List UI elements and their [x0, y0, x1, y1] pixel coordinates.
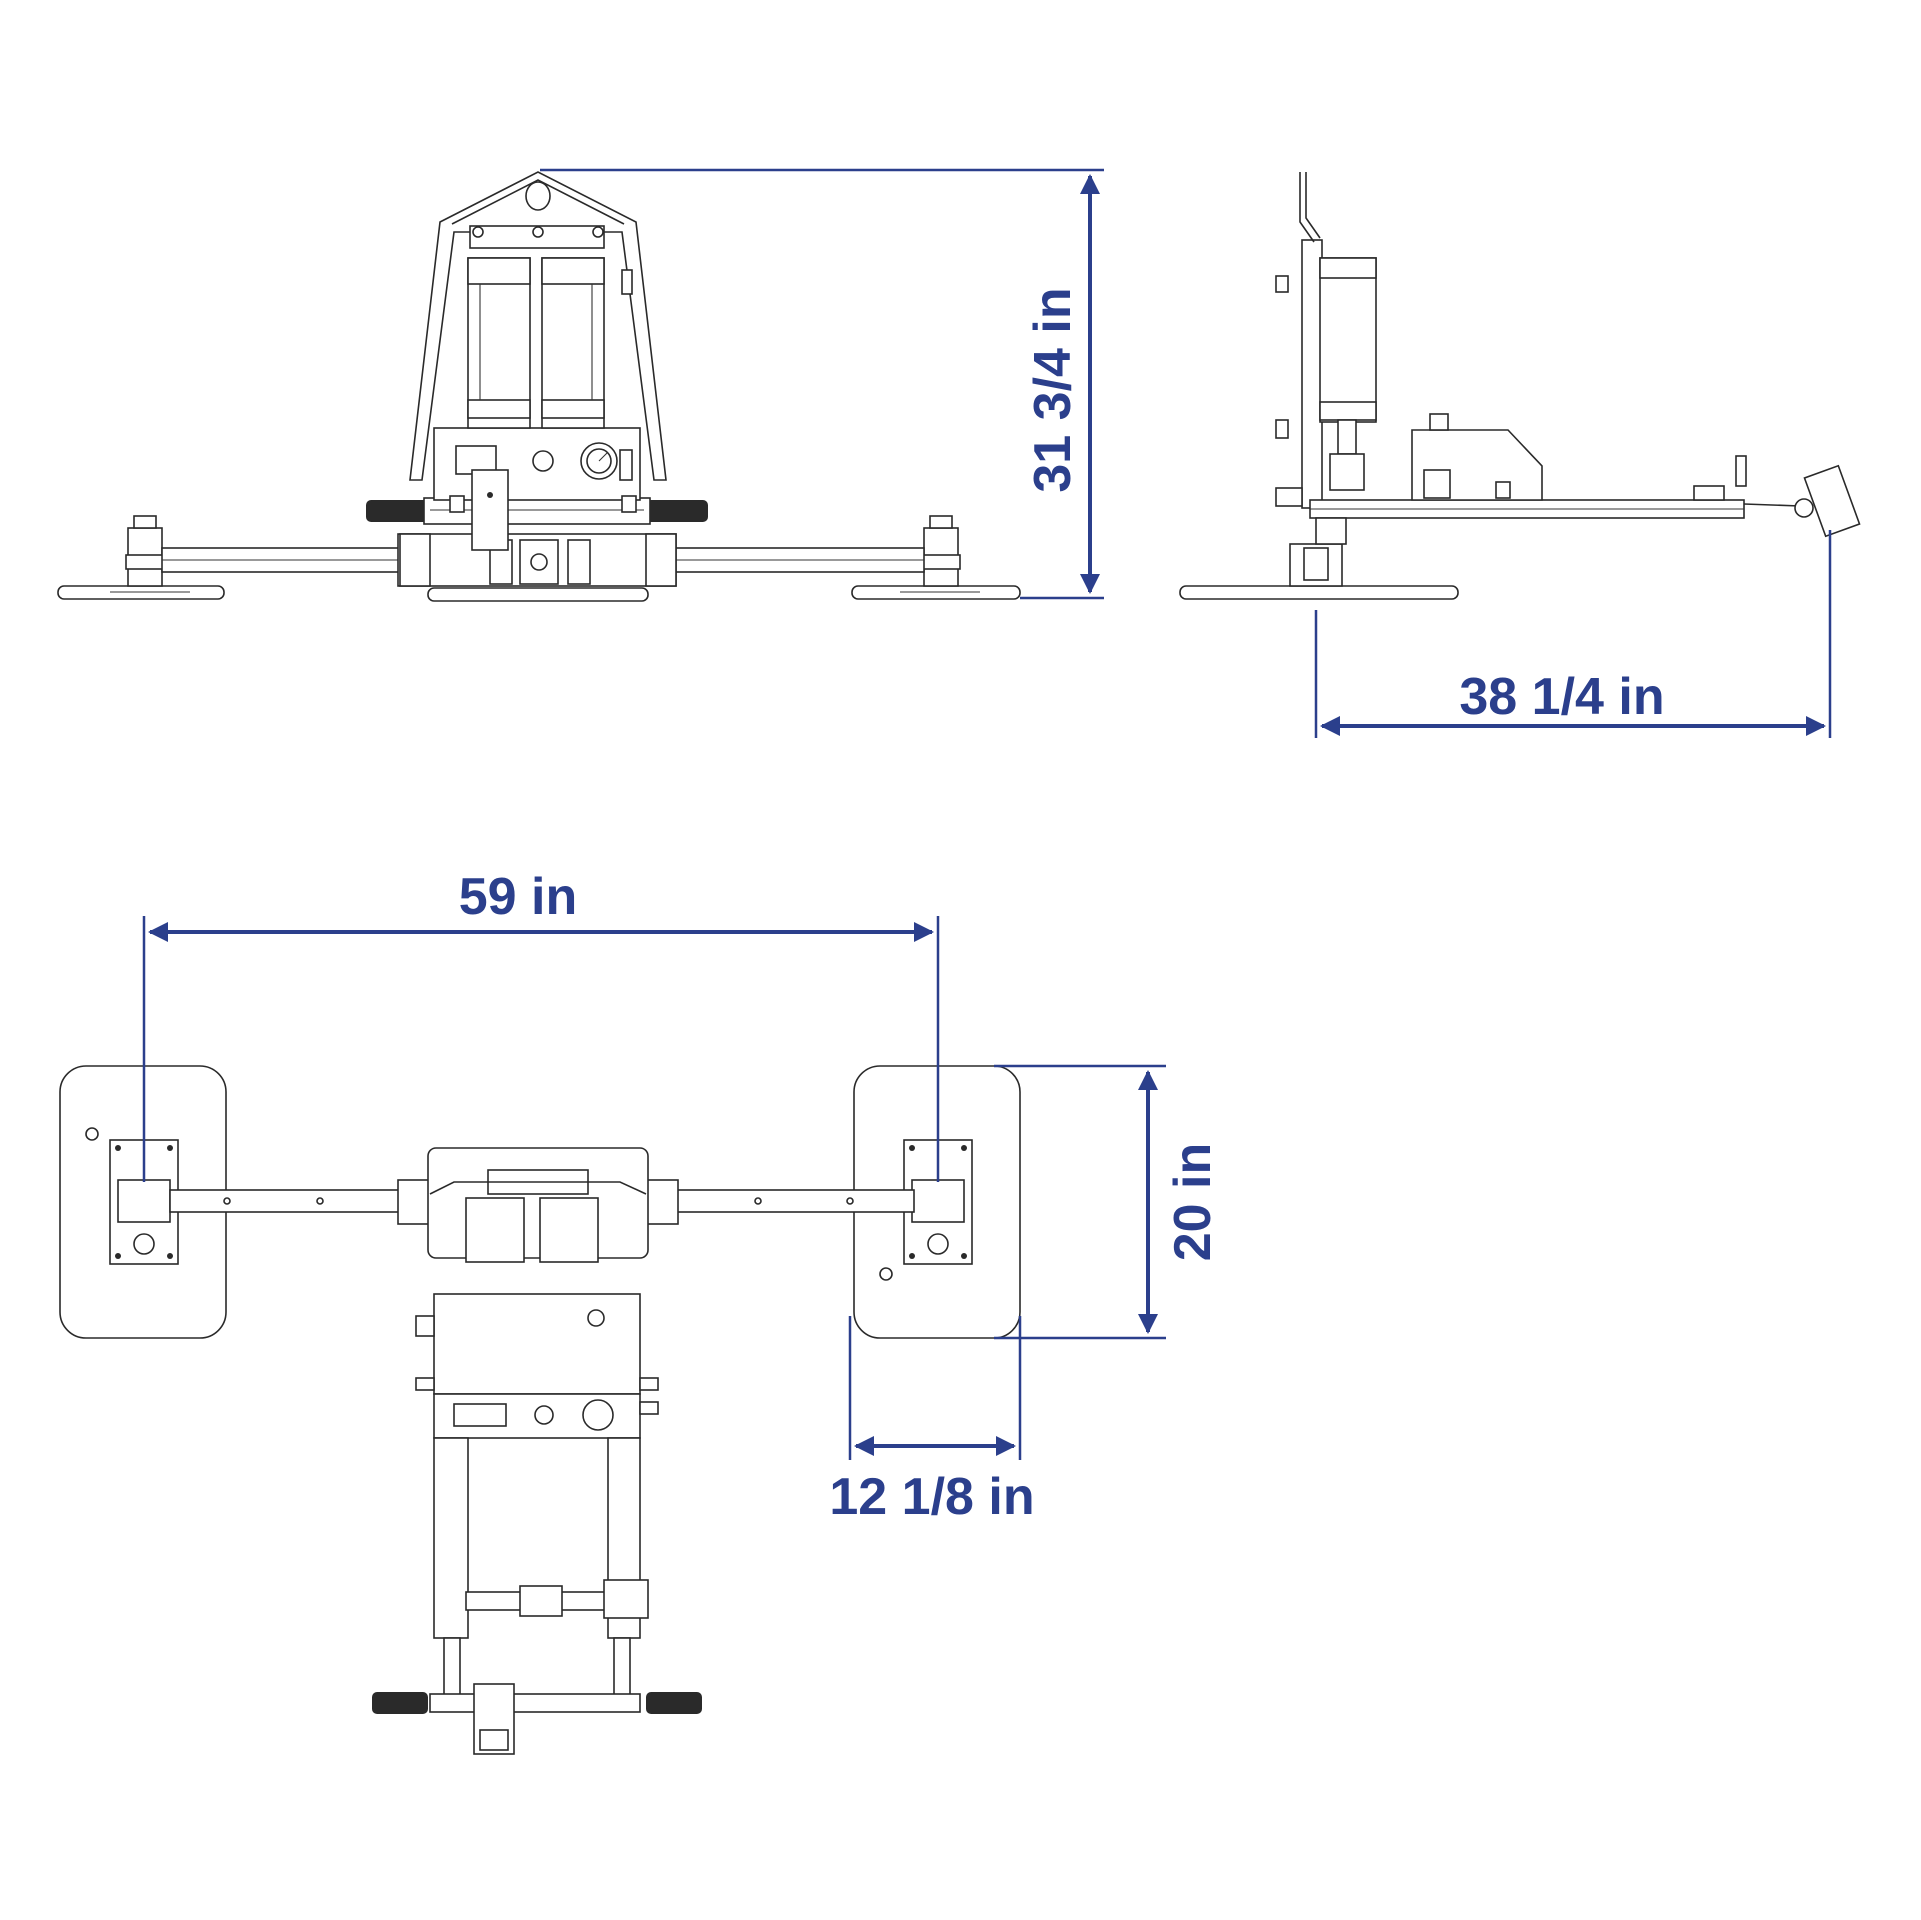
dimension-pad-width: 12 1/8 in: [829, 1316, 1035, 1526]
side-view: [1179, 172, 1861, 600]
top-vacuum-gauge-large: [582, 1399, 614, 1431]
dimension-pad-spacing: 59 in: [142, 868, 940, 1182]
pad-width-label: 12 1/8 in: [829, 1468, 1034, 1526]
top-view: [59, 1065, 1021, 1755]
top-motor-housing: [433, 1293, 641, 1395]
dimension-height: 31 3/4 in: [540, 168, 1104, 600]
front-lifting-frame: [409, 171, 667, 481]
side-handle-pad: [1803, 464, 1861, 538]
front-lifting-eye: [525, 181, 551, 211]
front-view: [57, 171, 1021, 602]
depth-label: 38 1/4 in: [1459, 668, 1664, 726]
side-pad: [1179, 585, 1459, 600]
pad-height-label: 20 in: [1164, 1143, 1222, 1262]
top-handle-right: [646, 1692, 702, 1714]
top-handle-left: [372, 1692, 428, 1714]
side-cylinder: [1319, 257, 1377, 423]
side-column: [1301, 239, 1323, 509]
front-vacuum-gauge-small: [532, 450, 554, 472]
dimension-depth: 38 1/4 in: [1314, 530, 1832, 738]
front-handle-right: [646, 500, 708, 522]
pad-spacing-label: 59 in: [459, 868, 578, 926]
height-label: 31 3/4 in: [1024, 287, 1082, 492]
front-handle-left: [366, 500, 428, 522]
front-pad-center: [427, 587, 649, 602]
top-vacuum-gauge-small: [534, 1405, 554, 1425]
dimension-pad-height: 20 in: [994, 1064, 1222, 1340]
